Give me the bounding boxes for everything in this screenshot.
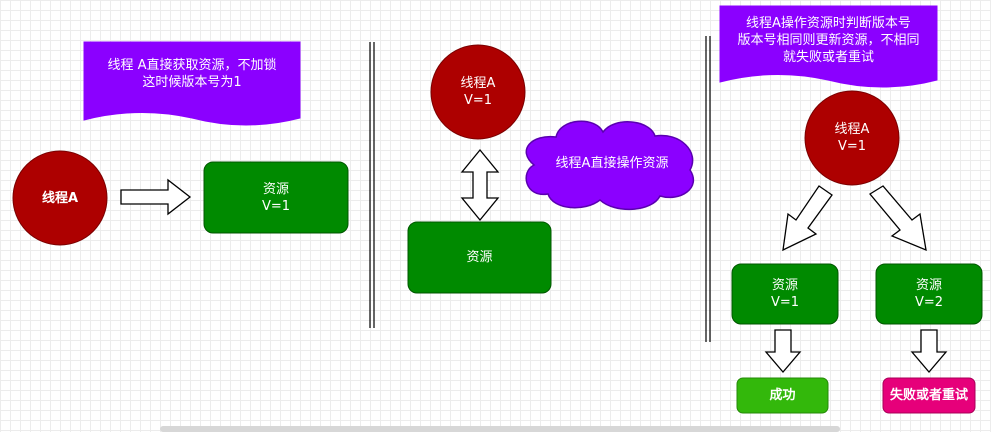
panel1-resource-box [203, 161, 349, 234]
divider-1 [369, 42, 375, 328]
success-label: 成功 [769, 388, 796, 403]
panel1-thread-circle [12, 150, 108, 246]
fail-label: 失败或者重试 [889, 388, 968, 403]
success-box [736, 377, 829, 414]
divider-2 [705, 36, 711, 342]
panel3-resource-left-label: 资源 V=1 [770, 278, 800, 310]
panel3-arrow-down-right [869, 185, 927, 252]
horizontal-scrollbar[interactable] [160, 426, 840, 432]
panel1-thread-label: 线程A [41, 190, 79, 206]
panel3-arrow-down-left [782, 185, 833, 252]
fail-box [882, 377, 976, 414]
panel3-arrow-down-success [764, 329, 802, 374]
panel1-note-text: 线程 A直接获取资源，不加锁 这时候版本号为1 [107, 58, 277, 90]
panel1-arrow-right [120, 178, 192, 216]
panel1-resource-label: 资源 V=1 [261, 181, 291, 214]
panel2-cloud-shape [525, 120, 695, 211]
panel2-thread-circle [430, 44, 526, 140]
panel3-thread-label: 线程A V=1 [834, 122, 870, 154]
panel3-resource-left-box [731, 263, 839, 325]
panel3-note-shape [719, 5, 938, 88]
panel2-resource-label: 资源 [466, 250, 493, 265]
panel3-arrow-down-fail [910, 329, 948, 374]
panel3-resource-right-label: 资源 V=2 [914, 278, 944, 310]
panel3-note-text: 线程A操作资源时判断版本号 版本号相同则更新资源，不相同 就失败或者重试 [737, 15, 920, 65]
panel2-thread-label: 线程A V=1 [460, 76, 496, 108]
panel2-resource-box [407, 221, 552, 294]
panel2-cloud-label: 线程A直接操作资源 [555, 155, 669, 171]
panel3-thread-circle [804, 90, 900, 186]
panel1-note-shape [83, 41, 301, 126]
panel3-resource-right-box [875, 263, 983, 325]
panel2-arrow-bidirectional [460, 148, 500, 222]
